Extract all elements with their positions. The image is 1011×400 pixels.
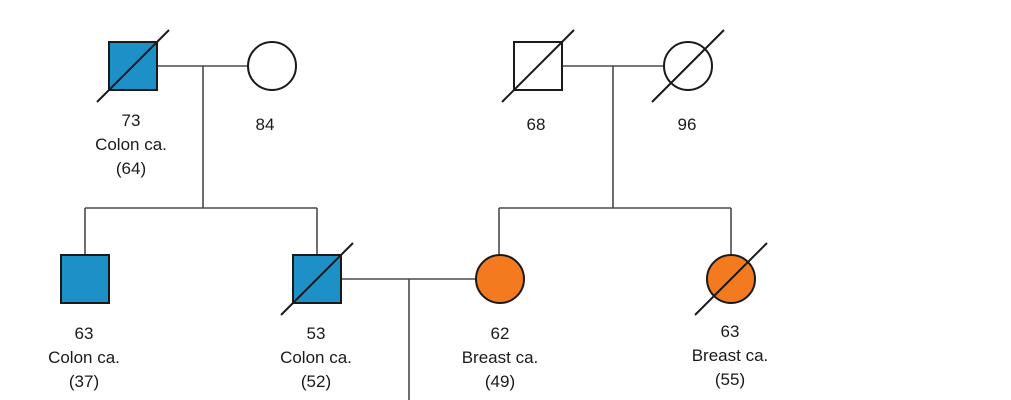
age-text: 68 bbox=[526, 115, 546, 134]
relationship-lines bbox=[84, 65, 732, 400]
condition-text: Colon ca. bbox=[280, 348, 352, 367]
onset-age-text: (37) bbox=[68, 372, 100, 391]
onset-age-text: (52) bbox=[300, 372, 332, 391]
age-text: 84 bbox=[255, 115, 275, 134]
paternal-grandmother-symbol bbox=[247, 41, 297, 91]
individual-symbols bbox=[60, 29, 768, 316]
condition-text: Colon ca. bbox=[95, 135, 167, 154]
condition-text: Breast ca. bbox=[461, 348, 539, 367]
deceased-slash bbox=[694, 242, 768, 316]
paternal-grandfather-symbol bbox=[96, 29, 170, 103]
label-paternal-grandfather: 73 Colon ca. (64) bbox=[61, 109, 201, 181]
paternal-uncle-symbol bbox=[60, 254, 110, 304]
label-mother: 62 Breast ca. (49) bbox=[430, 322, 570, 394]
onset-age-text: (55) bbox=[714, 370, 746, 389]
label-maternal-aunt: 63 Breast ca. (55) bbox=[660, 320, 800, 392]
deceased-slash bbox=[651, 29, 725, 103]
maternal-grandmother-symbol bbox=[651, 29, 725, 103]
label-paternal-grandmother: 84 bbox=[195, 113, 335, 137]
age-text: 73 bbox=[121, 111, 141, 130]
condition-text: Breast ca. bbox=[691, 346, 769, 365]
label-paternal-uncle: 63 Colon ca. (37) bbox=[14, 322, 154, 394]
onset-age-text: (49) bbox=[484, 372, 516, 391]
deceased-slash bbox=[96, 29, 170, 103]
maternal-aunt-symbol bbox=[694, 242, 768, 316]
mother-symbol bbox=[475, 254, 525, 304]
deceased-slash bbox=[501, 29, 575, 103]
age-text: 63 bbox=[720, 322, 740, 341]
condition-text: Colon ca. bbox=[48, 348, 120, 367]
female-circle-shape bbox=[475, 254, 525, 304]
age-text: 63 bbox=[74, 324, 94, 343]
age-text: 96 bbox=[677, 115, 697, 134]
label-father: 53 Colon ca. (52) bbox=[246, 322, 386, 394]
female-circle-shape bbox=[247, 41, 297, 91]
age-text: 62 bbox=[490, 324, 510, 343]
deceased-slash bbox=[280, 242, 354, 316]
label-maternal-grandfather: 68 bbox=[466, 113, 606, 137]
father-symbol bbox=[280, 242, 354, 316]
maternal-grandfather-symbol bbox=[501, 29, 575, 103]
onset-age-text: (64) bbox=[115, 159, 147, 178]
male-square-shape bbox=[60, 254, 110, 304]
label-maternal-grandmother: 96 bbox=[617, 113, 757, 137]
age-text: 53 bbox=[306, 324, 326, 343]
